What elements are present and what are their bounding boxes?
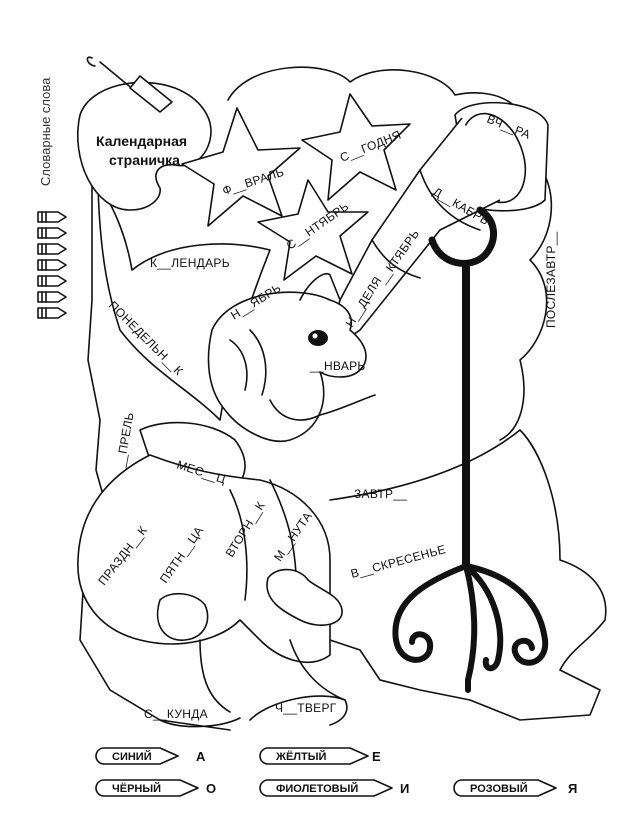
star-feb bbox=[181, 107, 301, 227]
word-thursday: Ч__ТВЕРГ bbox=[275, 701, 337, 715]
right-region bbox=[329, 429, 607, 721]
legend-letter: О bbox=[206, 781, 216, 796]
legend-item-pink: РОЗОВЫЙ Я bbox=[453, 779, 577, 797]
legend-color: ЧЁРНЫЙ bbox=[112, 782, 161, 795]
word-tomorrow: ЗАВТР__ bbox=[354, 487, 407, 501]
star-today bbox=[301, 93, 411, 201]
legend-letter: И bbox=[400, 781, 409, 796]
legend-color: ЖЁЛТЫЙ bbox=[275, 750, 327, 763]
title-line-2: страничка bbox=[109, 152, 180, 168]
title-line-1: Календарная bbox=[96, 133, 187, 149]
word-second: С__КУНДА bbox=[144, 707, 208, 721]
legend-letter: А bbox=[196, 749, 206, 764]
word-calendar: К__ЛЕНДАРЬ bbox=[150, 256, 230, 270]
telescope-stand-icon bbox=[392, 206, 549, 693]
legend-color: ФИОЛЕТОВЫЙ bbox=[276, 782, 358, 795]
legend-color: РОЗОВЫЙ bbox=[470, 782, 528, 795]
star-sep bbox=[257, 179, 369, 281]
legend-letter: Я bbox=[568, 781, 577, 796]
word-monday: ПОНЕДЕЛЬН__К bbox=[106, 298, 186, 378]
word-sunday: В__СКРЕСЕНЬЕ bbox=[349, 542, 447, 581]
word-day-after-tomorrow: ПОСЛЕЗАВТР__ bbox=[544, 231, 558, 328]
legend-color: СИНИЙ bbox=[112, 750, 152, 763]
legend-item-black: ЧЁРНЫЙ О bbox=[95, 779, 216, 797]
legend-item-violet: ФИОЛЕТОВЫЙ И bbox=[259, 779, 409, 797]
word-january: __НВАРЬ bbox=[309, 359, 366, 373]
legend-item-blue: СИНИЙ А bbox=[95, 747, 206, 765]
gnome-figure bbox=[77, 273, 376, 713]
legend-letter: Е bbox=[372, 749, 381, 764]
palette-icon bbox=[77, 56, 212, 211]
legend-item-yellow: ЖЁЛТЫЙ Е bbox=[259, 747, 381, 765]
word-april: __ПРЕЛЬ bbox=[113, 411, 137, 469]
pencils-icon bbox=[37, 211, 67, 319]
